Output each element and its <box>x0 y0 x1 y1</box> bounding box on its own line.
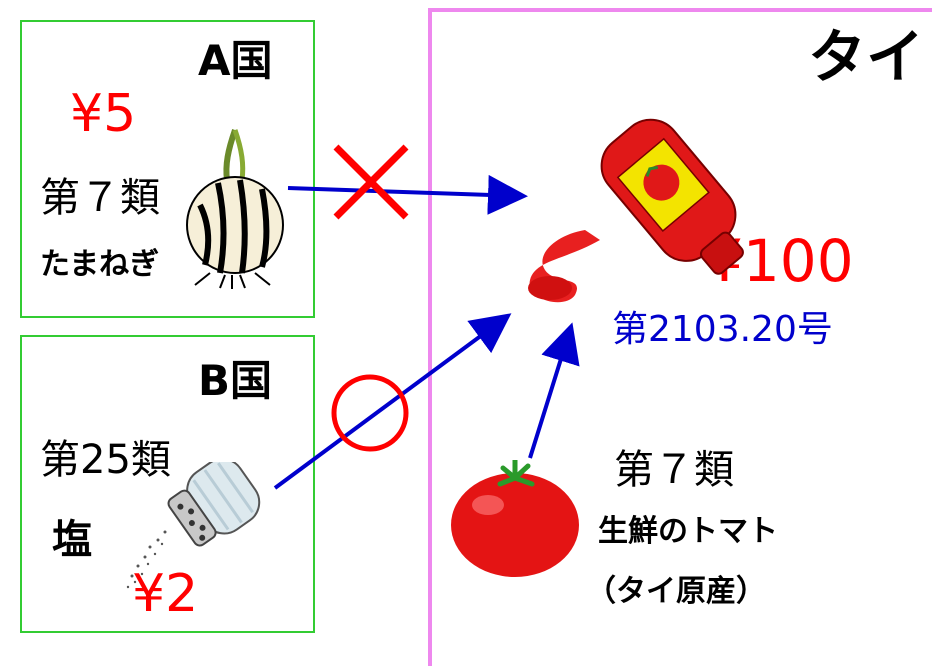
arrow-salt-to-ketchup <box>273 313 512 490</box>
cross-mark-icon <box>333 144 409 220</box>
country-b-box <box>20 335 315 633</box>
country-a-name: A国 <box>198 36 273 85</box>
country-a-price: ¥5 <box>70 84 137 144</box>
arrow-tomato-to-ketchup <box>528 322 580 459</box>
arrow-onion-to-ketchup <box>287 174 528 215</box>
tomato-chapter: 第７類 <box>614 447 734 493</box>
ketchup-heading: 第2103.20号 <box>612 309 833 350</box>
thailand-border-top <box>428 8 932 12</box>
circle-mark-icon <box>331 374 409 452</box>
country-b-name: B国 <box>198 356 273 405</box>
onion-icon <box>186 129 284 289</box>
country-b-product: 塩 <box>52 517 92 563</box>
salt-shaker-icon <box>126 462 261 589</box>
country-b-chapter: 第25類 <box>40 437 171 483</box>
country-a-product: たまねぎ <box>40 247 160 282</box>
country-b-price: ¥2 <box>132 564 199 624</box>
thailand-border-left <box>428 8 432 666</box>
tomato-origin: （タイ原産） <box>586 574 766 609</box>
country-a-chapter: 第７類 <box>40 175 160 221</box>
thailand-name: タイ <box>808 23 925 91</box>
ketchup-bottle-icon <box>528 118 744 303</box>
tomato-icon <box>451 460 579 577</box>
country-a-box <box>20 20 315 318</box>
tomato-label: 生鮮のトマト <box>598 514 778 549</box>
